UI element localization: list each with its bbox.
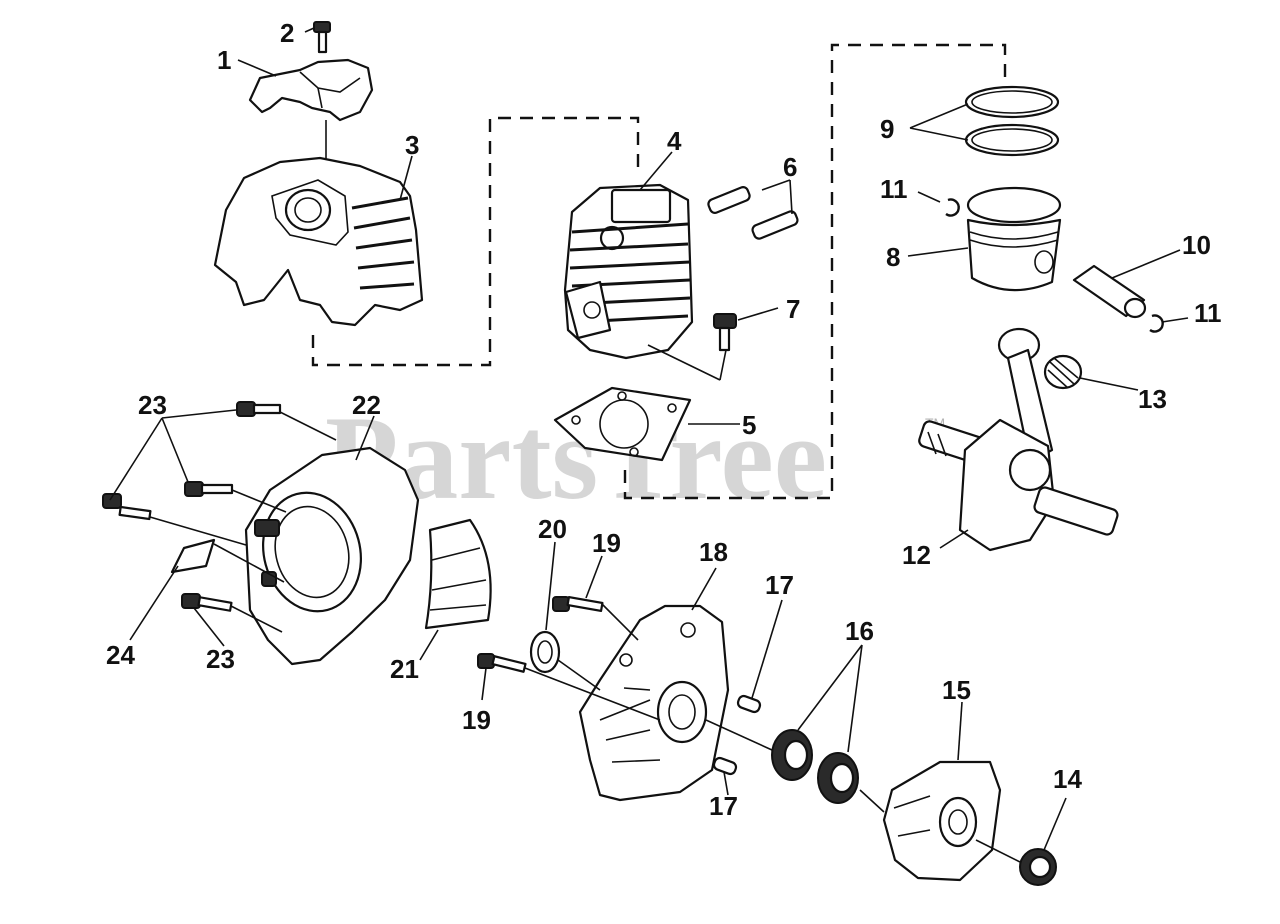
- part-20-oil-seal: [529, 630, 561, 674]
- part-2-screw: [313, 21, 331, 54]
- callout-4: 4: [667, 126, 682, 156]
- dashed-group-piston: [623, 43, 1007, 500]
- callout-24: 24: [106, 640, 135, 670]
- callout-3: 3: [405, 130, 419, 160]
- part-5-gasket: [553, 386, 692, 462]
- part-23-screw-middle: [184, 481, 234, 497]
- callout-5: 5: [742, 410, 756, 440]
- part-1-top-cover: [248, 58, 374, 122]
- part-23-screw-bottom: [181, 593, 233, 612]
- callout-labels: 1 2 3 4 5 6 7 8 9 10 11 11 12 13 14 15 1…: [106, 18, 1222, 821]
- part-19-bolt-upper: [552, 596, 604, 612]
- part-11-circlip-lower: [1149, 314, 1164, 333]
- part-10-piston-pin: [1072, 264, 1147, 319]
- part-11-circlip-upper: [945, 198, 960, 217]
- callout-19-upper: 19: [592, 528, 621, 558]
- callout-1: 1: [217, 45, 231, 75]
- part-13-needle-bearing: [1043, 354, 1083, 390]
- part-21-shield: [424, 518, 492, 630]
- part-4-cylinder: [563, 183, 694, 360]
- callout-12: 12: [902, 540, 931, 570]
- part-6-studs: [707, 186, 799, 240]
- callout-21: 21: [390, 654, 419, 684]
- part-24-clip: [170, 538, 216, 574]
- callout-13: 13: [1138, 384, 1167, 414]
- callout-6: 6: [783, 152, 797, 182]
- callout-7: 7: [786, 294, 800, 324]
- callout-14: 14: [1053, 764, 1082, 794]
- callout-23-lower: 23: [206, 644, 235, 674]
- callout-18: 18: [699, 537, 728, 567]
- part-3-cylinder-shroud: [213, 156, 424, 327]
- callout-23-upper: 23: [138, 390, 167, 420]
- part-23-screw-top: [236, 401, 282, 417]
- part-18-crankcase: [578, 604, 730, 802]
- callout-17-upper: 17: [765, 570, 794, 600]
- callout-11-lower: 11: [1194, 298, 1222, 328]
- part-9-piston-rings: [964, 85, 1060, 157]
- callout-19-lower: 19: [462, 705, 491, 735]
- callout-10: 10: [1182, 230, 1211, 260]
- callout-22: 22: [352, 390, 381, 420]
- part-8-piston: [966, 186, 1062, 292]
- part-22-fan-housing: [244, 446, 420, 666]
- part-23-screw-left: [102, 493, 152, 521]
- part-17-dowel-lower: [712, 756, 738, 776]
- part-15-crankcase-half: [882, 760, 1002, 882]
- callout-16: 16: [845, 616, 874, 646]
- part-16-bearing-right: [817, 752, 859, 804]
- callout-2: 2: [280, 18, 294, 48]
- leader-lines: [109, 27, 1189, 863]
- callout-17-lower: 17: [709, 791, 738, 821]
- part-17-dowel-upper: [736, 694, 762, 714]
- callout-9: 9: [880, 114, 894, 144]
- part-16-bearing-left: [771, 729, 813, 781]
- callout-20: 20: [538, 514, 567, 544]
- dashed-group-cylinder-left: [311, 116, 640, 367]
- part-7-bolt: [713, 313, 737, 352]
- callout-15: 15: [942, 675, 971, 705]
- callout-11-upper: 11: [880, 174, 908, 204]
- part-14-oil-seal: [1019, 848, 1057, 886]
- callout-8: 8: [886, 242, 900, 272]
- part-12-crankshaft: [918, 327, 1119, 552]
